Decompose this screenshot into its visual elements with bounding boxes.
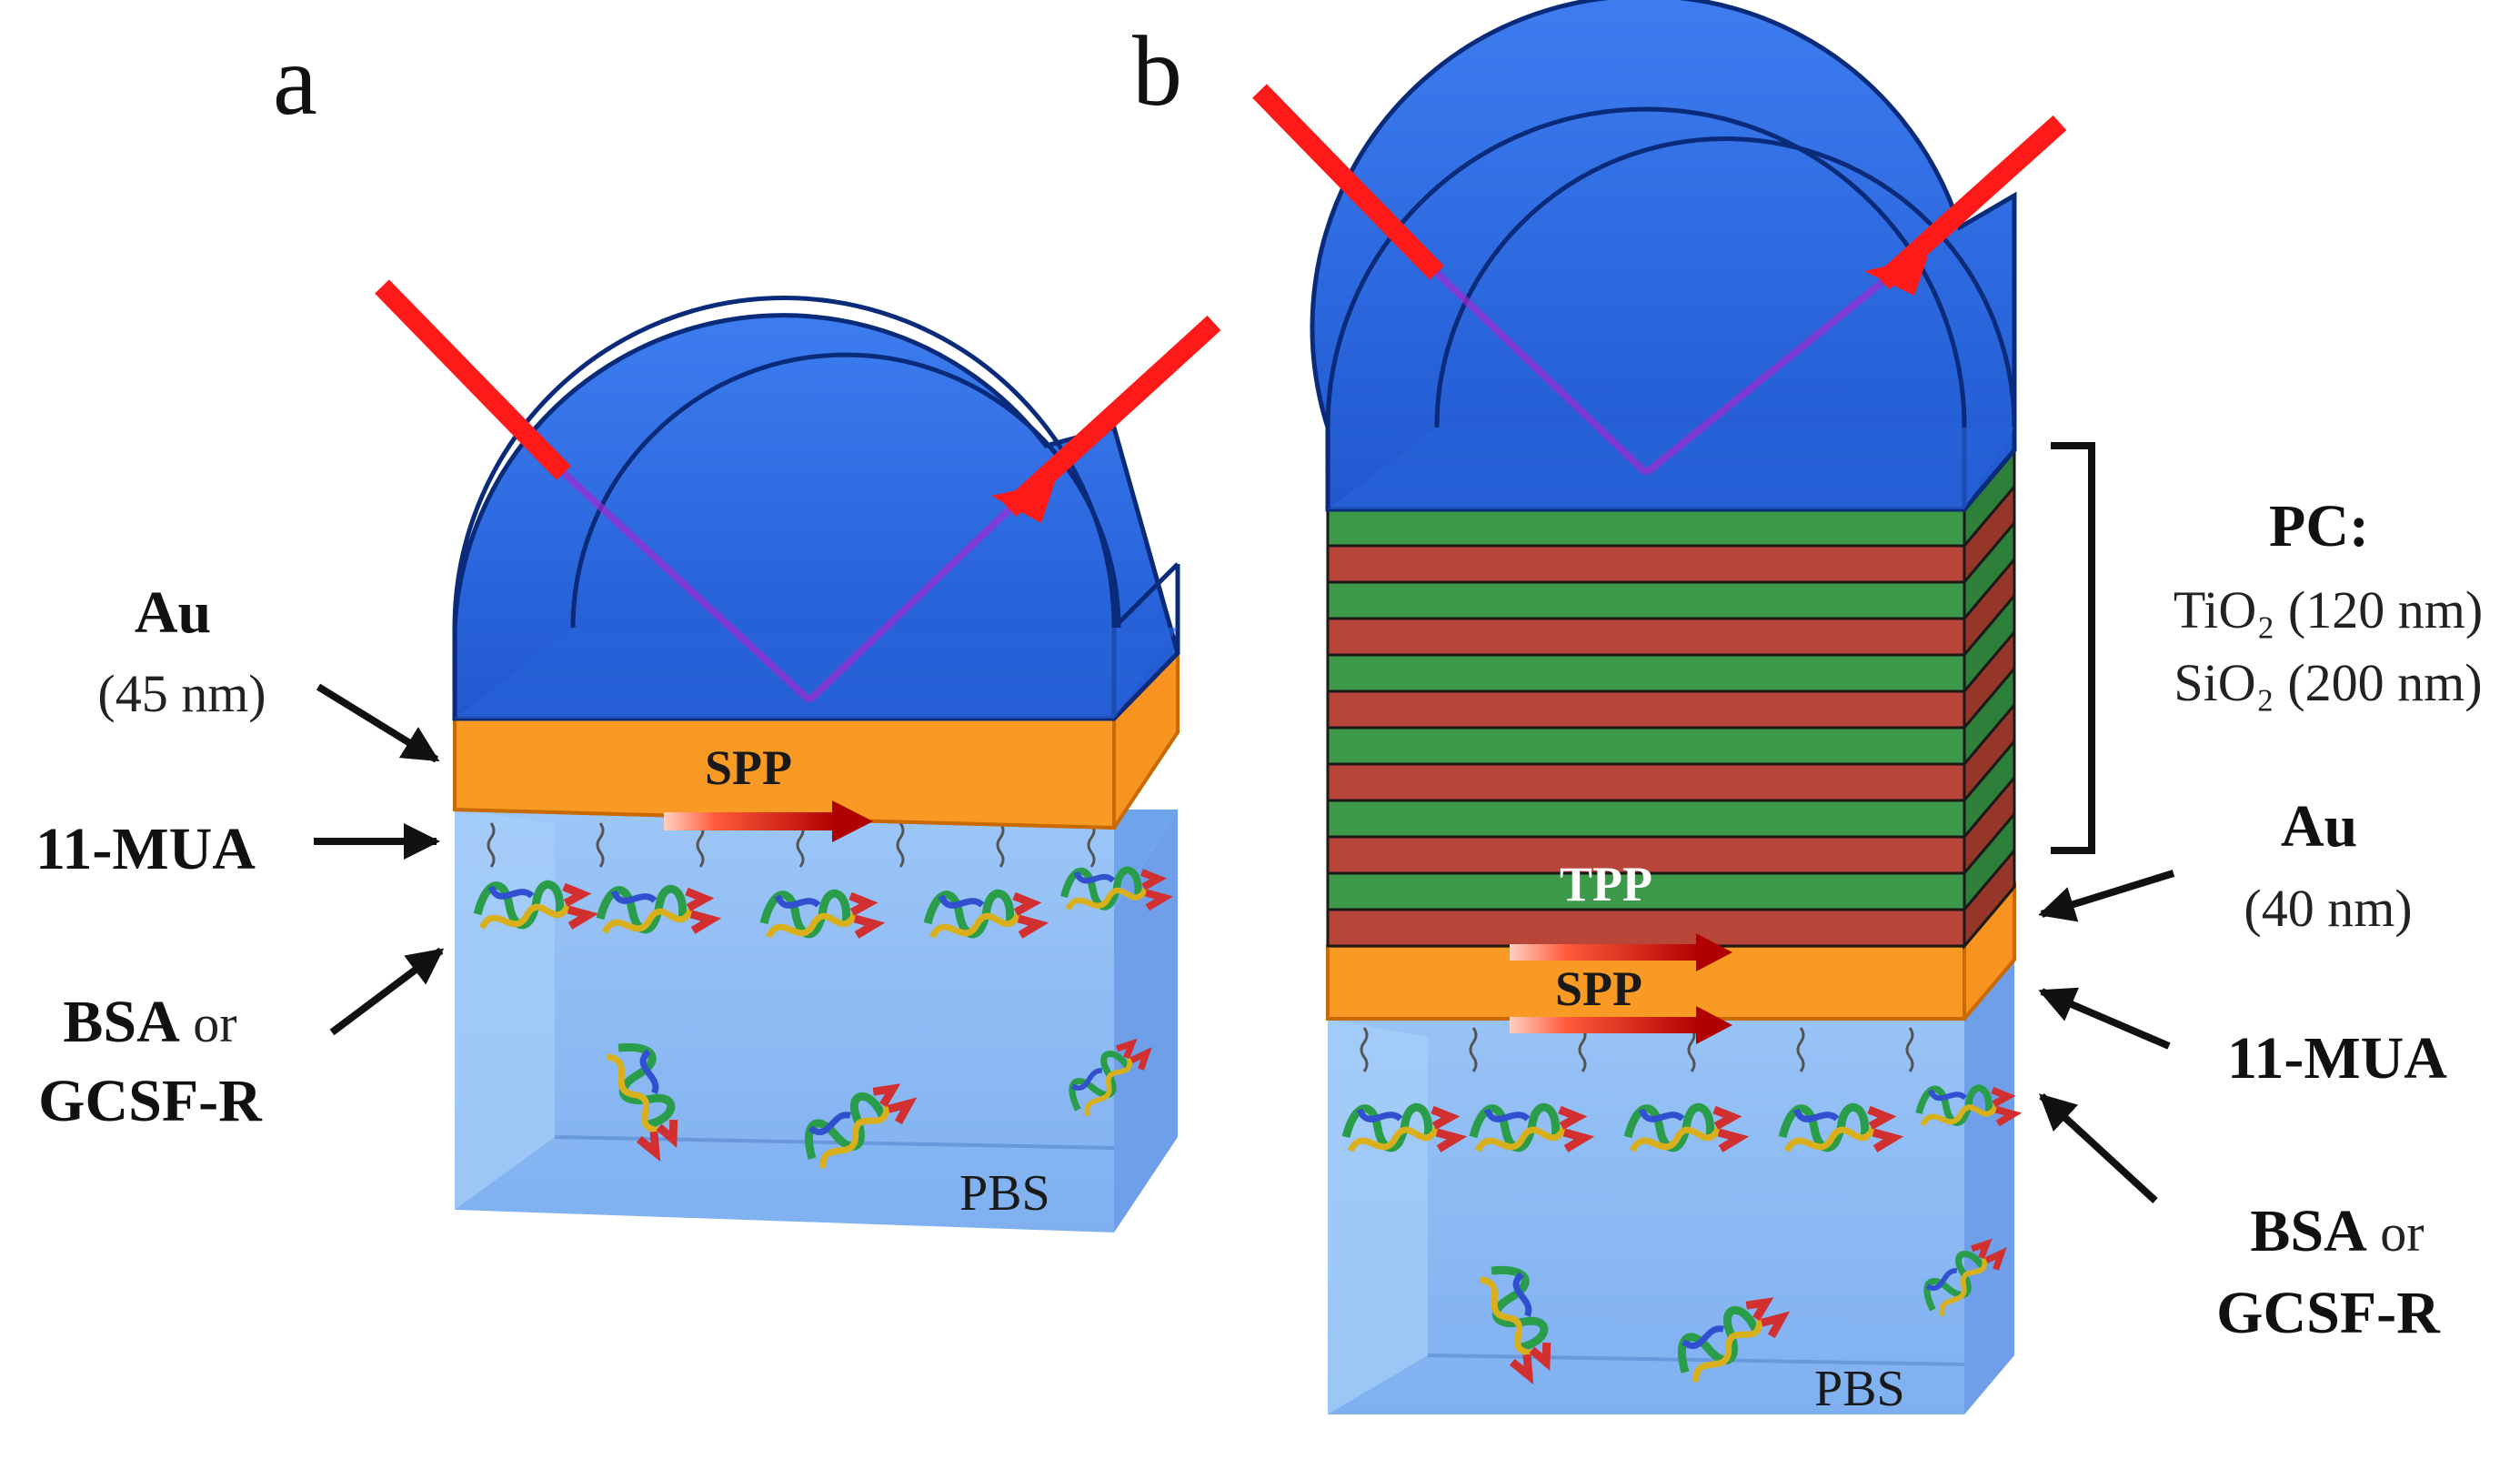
- tpp-arrow: [1510, 933, 1732, 971]
- panel-b: b PBS: [1132, 0, 2483, 1417]
- spp-arrow-b: [1510, 1006, 1732, 1044]
- gcsf-label-b: GCSF-R: [2216, 1280, 2441, 1346]
- bsa-label-a: BSA or: [63, 989, 236, 1055]
- pbs-medium-block-a: PBS: [455, 810, 1178, 1233]
- au-thickness-a: (45 nm): [97, 664, 266, 723]
- au-label-b: Au: [2281, 793, 2357, 860]
- bsa-arrow-b: [2039, 1093, 2158, 1203]
- au-arrow-b: [2038, 870, 2175, 922]
- pbs-label-a: PBS: [959, 1165, 1050, 1222]
- laser-beams-a: [375, 279, 1221, 703]
- laser-beams-b: [1252, 84, 2067, 477]
- spp-label-a: SPP: [705, 740, 792, 795]
- au-arrow-a: [316, 683, 440, 763]
- panel-b-letter: b: [1132, 15, 1182, 126]
- spp-arrow-a: [664, 800, 873, 842]
- mua-linkers-a: [487, 822, 1096, 868]
- pbs-label-b: PBS: [1814, 1361, 1905, 1417]
- prism-a: [452, 296, 1180, 721]
- mua-label-b: 11-MUA: [2227, 1025, 2447, 1092]
- au-label-a: Au: [135, 579, 211, 646]
- pc-layer-sio2: SiO₂ (200 nm): [2174, 653, 2482, 712]
- mua-label-a: 11-MUA: [35, 816, 256, 882]
- gold-layer-a: SPP: [453, 649, 1180, 842]
- panel-a: a PBS: [35, 25, 1221, 1233]
- mua-linkers-b: [1360, 1027, 1914, 1072]
- labels-b: PC: TiO₂ (120 nm) SiO₂ (200 nm) Au (40 n…: [2038, 493, 2483, 1346]
- bsa-label-b: BSA or: [2250, 1198, 2424, 1264]
- pc-label: PC:: [2269, 493, 2369, 559]
- au-thickness-b: (40 nm): [2244, 879, 2412, 938]
- bsa-arrow-a: [329, 947, 445, 1036]
- mua-arrow-b: [2038, 987, 2171, 1050]
- photonic-crystal-stack: TPP: [1326, 446, 2016, 971]
- prism-b: [1310, 0, 2017, 512]
- pc-bracket: [2051, 442, 2095, 854]
- pc-layer-tio2: TiO₂ (120 nm): [2174, 580, 2483, 639]
- labels-a: Au (45 nm) 11-MUA BSA or GCSF-R: [35, 579, 445, 1134]
- panel-a-letter: a: [273, 25, 317, 136]
- tpp-label: TPP: [1560, 857, 1652, 911]
- gcsf-label-a: GCSF-R: [38, 1068, 263, 1134]
- spp-label-b: SPP: [1555, 961, 1642, 1016]
